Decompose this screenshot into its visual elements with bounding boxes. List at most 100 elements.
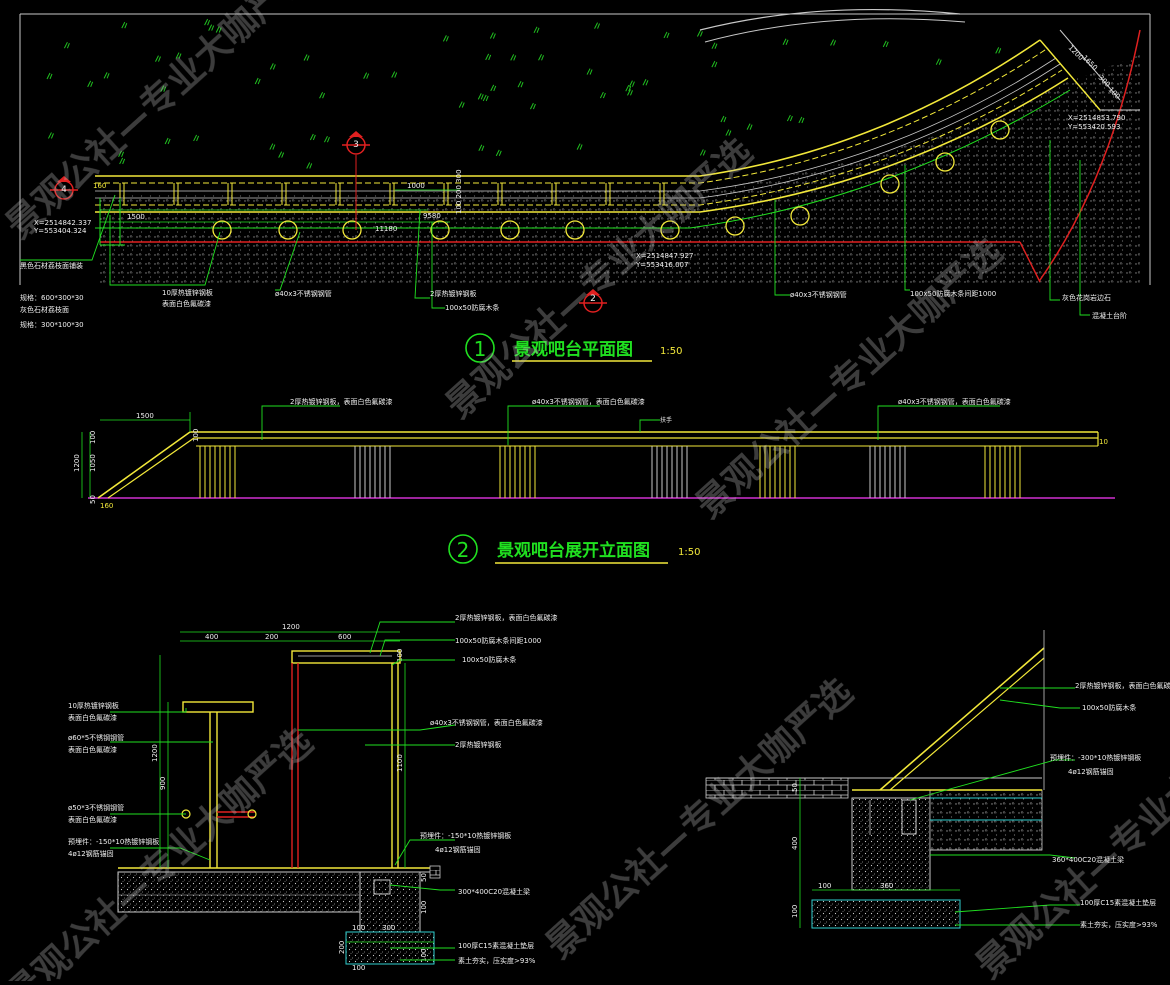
s1-dim-600: 600 (338, 633, 351, 641)
elev-dim-1050: 1050 (89, 454, 97, 472)
s1-dim-h100b: 100 (420, 901, 428, 914)
s2-label-base: 100厚C15素混凝土垫层 (1080, 898, 1156, 907)
label-planting: 混凝土台阶 (1092, 311, 1127, 320)
label-edge-size: 规格：300*100*30 (20, 320, 84, 329)
dim-11180: 11180 (375, 225, 397, 233)
s2-label-soil: 素土夯实，压实度>93% (1080, 920, 1158, 929)
s1-dim-h50: 50 (420, 873, 428, 882)
dim-1500: 1500 (127, 213, 145, 221)
elev-label-plate: 2厚热镀锌钢板，表面白色氟碳漆 (290, 397, 392, 406)
s1-dim-h100a: 100 (396, 649, 404, 662)
elev-dim-1500: 1500 (136, 412, 154, 420)
s1-label-plate2b: 2厚热镀锌钢板 (455, 740, 501, 749)
s2-dim-w360: 360 (880, 882, 893, 890)
bench-band (95, 29, 1140, 213)
s1-dim-b100: 100 (352, 924, 365, 932)
s2-label-embed2: 4ø12钢筋锚固 (1068, 767, 1114, 776)
elev-dim-100: 100 (89, 431, 97, 444)
section-marker-4[interactable]: 4 (50, 176, 78, 200)
s2-label-embed: 预埋件：-300*10热镀锌钢板 (1050, 753, 1141, 762)
s1-dim-b200: 200 (338, 941, 346, 954)
s2-label-beam: 360*400C20混凝土梁 (1052, 855, 1124, 864)
s2-dim-400: 400 (791, 837, 799, 850)
label-wood-gap: 100x50防腐木条间距1000 (910, 289, 996, 298)
s1-label-wood2: 100x50防腐木条 (462, 655, 516, 664)
elevation-title-number: 2 (457, 538, 470, 562)
coord-mid-x: X=2514847.927 (636, 252, 693, 260)
label-paving: 黑色石材荔枝面铺装 (20, 261, 83, 270)
marker-4-number: 4 (61, 185, 67, 195)
coord-right-x: X=2514853.790 (1068, 114, 1125, 122)
s1-label-tube60b: 表面白色氟碳漆 (68, 745, 117, 754)
s1-dim-h900: 900 (159, 777, 167, 790)
elev-label-tube1: ø40x3不锈钢钢管，表面白色氟碳漆 (532, 397, 645, 406)
s1-label-base: 100厚C15素混凝土垫层 (458, 941, 534, 950)
elev-dim-top: 100 (192, 429, 200, 442)
grass-hatch (46, 18, 1002, 169)
s1-dim-b100c: 100 (352, 964, 365, 972)
s1-label-tube50: ø50*3不锈钢钢管 (68, 803, 124, 812)
s1-label-embed-l2: 4ø12钢筋锚固 (68, 849, 114, 858)
s1-label-embed-l: 预埋件：-150*10热镀锌钢板 (68, 837, 159, 846)
plan-title-number: 1 (474, 337, 487, 361)
coord-left-x: X=2514842.337 (34, 219, 91, 227)
section-marker-3[interactable]: 3 (342, 131, 370, 230)
elev-dim-right: 10 (1099, 438, 1108, 446)
s2-dim-50: 50 (791, 783, 799, 792)
s1-label-embed-r2: 4ø12钢筋锚固 (435, 845, 481, 854)
s1-dim-1200: 1200 (282, 623, 300, 631)
s1-label-soil: 素土夯实，压实度>93% (458, 956, 536, 965)
elev-dim-50: 50 (89, 495, 97, 504)
elev-label-handrail: 扶手 (660, 416, 672, 424)
label-tube40b: ø40x3不锈钢钢管 (790, 290, 847, 299)
elevation-title: 2 景观吧台展开立面图 1:50 (448, 534, 700, 564)
label-grey-edge: 灰色花岗岩边石 (1062, 293, 1111, 302)
s2-label-plate: 2厚热镀锌钢板，表面白色氟碳漆 (1075, 681, 1170, 690)
s1-label-tube50b: 表面白色氟碳漆 (68, 815, 117, 824)
s1-dim-b100d: 100 (420, 949, 428, 962)
s2-label-wood: 100x50防腐木条 (1082, 703, 1136, 712)
label-tube40: ø40x3不锈钢钢管 (275, 289, 332, 298)
s2-dim-100: 100 (791, 905, 799, 918)
section-marker-2[interactable]: 2 (579, 289, 607, 313)
s1-label-wood1: 100x50防腐木条间距1000 (455, 636, 541, 645)
elevation-view: 1500 1200 1050 100 50 160 100 10 2厚热镀锌钢板… (73, 397, 1115, 510)
plan-title: 1 景观吧台平面图 1:50 (465, 333, 682, 363)
plan-title-text: 景观吧台平面图 (514, 339, 633, 360)
s1-dim-300: 300 (382, 924, 395, 932)
section-detail-2: 50 400 100 100 360 2厚热镀锌钢板，表面白色氟碳漆 100x5… (705, 630, 1170, 929)
s1-label-tube40: ø40x3不锈钢钢管，表面白色氟碳漆 (430, 718, 543, 727)
plan-view: 4 3 2 X=2514842.337 Y=553404.324 X=25148… (19, 8, 1151, 329)
section-detail-1: 1200 400 200 600 1200 900 1100 100 50 10… (68, 613, 557, 972)
plan-title-scale: 1:50 (660, 346, 682, 357)
s1-label-plate2: 2厚热镀锌钢板，表面白色氟碳漆 (455, 613, 557, 622)
s1-dim-h1100: 1100 (396, 754, 404, 772)
coord-left-y: Y=553404.324 (33, 227, 87, 235)
elevation-title-scale: 1:50 (678, 547, 700, 558)
s1-dim-h1200: 1200 (151, 744, 159, 762)
s1-label-board10: 10厚热镀锌钢板 (68, 701, 119, 710)
marker-3-number: 3 (353, 140, 359, 150)
label-plate2: 2厚热镀锌钢板 (430, 289, 476, 298)
label-edge: 灰色石材荔枝面 (20, 305, 69, 314)
s1-dim-200: 200 (265, 633, 278, 641)
s1-label-board10b: 表面白色氟碳漆 (68, 713, 117, 722)
label-paving-size: 规格：600*300*30 (20, 293, 84, 302)
label-board-paint: 表面白色氟碳漆 (162, 299, 211, 308)
coord-mid-y: Y=553416.007 (635, 261, 688, 269)
elev-label-tube2: ø40x3不锈钢钢管，表面白色氟碳漆 (898, 397, 1011, 406)
s1-label-embed-r: 预埋件：-150*10热镀锌钢板 (420, 831, 511, 840)
dim-160: 160 (93, 182, 106, 190)
elev-dim-160: 160 (100, 502, 113, 510)
coord-right-y: Y=553420.593 (1067, 123, 1120, 131)
label-wood100: 100x50防腐木条 (445, 303, 499, 312)
s1-label-tube60: ø60*5不锈钢钢管 (68, 733, 124, 742)
dim-1650: 1650 (1081, 54, 1099, 72)
marker-2-number: 2 (590, 294, 596, 304)
label-board: 10厚热镀锌钢板 (162, 288, 213, 297)
s2-dim-w100: 100 (818, 882, 831, 890)
dim-1000: 1000 (407, 182, 425, 190)
dim-stack: 100 200 300 (455, 169, 463, 214)
